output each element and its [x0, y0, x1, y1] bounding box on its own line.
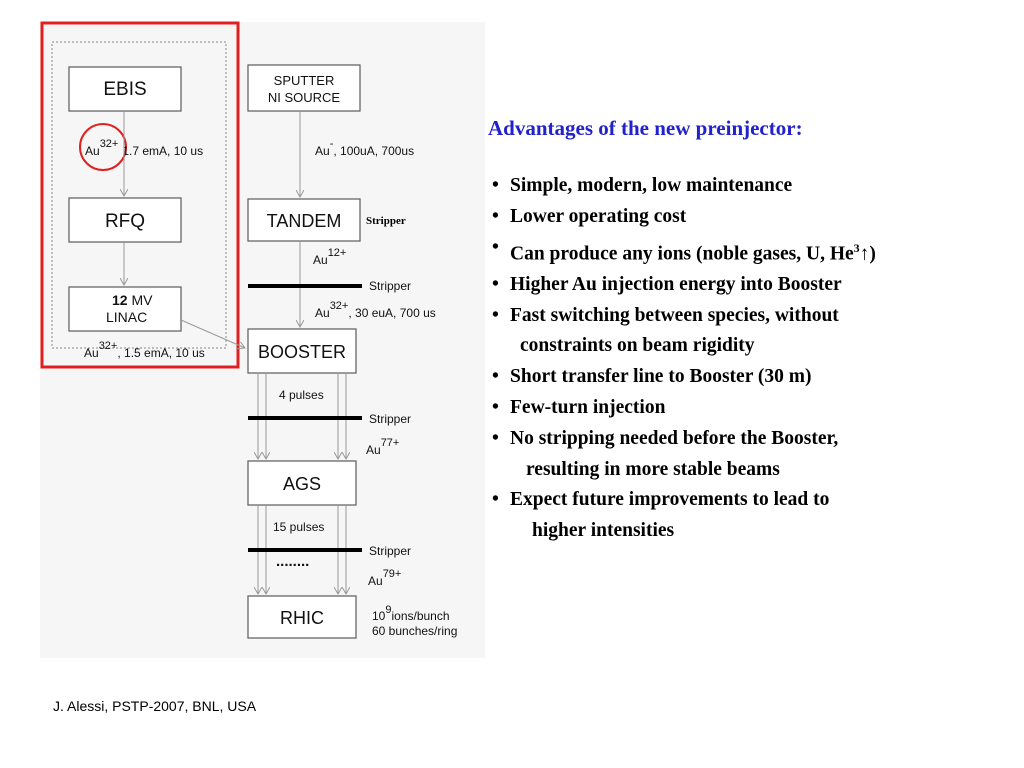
- rfq-box: RFQ: [68, 197, 182, 243]
- accelerator-chain-diagram: EBIS Au32+1.7 emA, 10 us RFQ 12 MV LINAC…: [40, 21, 485, 658]
- booster-box: BOOSTER: [247, 328, 357, 374]
- bullet-icon: •: [492, 427, 499, 449]
- ags-out-label: Au79+: [368, 568, 401, 588]
- tandem-stripper-label: Stripper: [366, 215, 406, 227]
- sputter-label-line1: SPUTTER: [274, 73, 335, 88]
- sputter-beam-label: Au-, 100uA, 700us: [315, 138, 414, 158]
- ags-label: AGS: [283, 474, 321, 494]
- linac-voltage-label: 12 MV: [112, 292, 153, 308]
- rhic-intensity-label: 109ions/bunch: [372, 604, 450, 623]
- advantages-panel: Advantages of the new preinjector: •Simp…: [488, 116, 1018, 547]
- list-item: •Fast switching between species, without…: [488, 301, 1018, 363]
- tandem-out-label: Au12+: [313, 247, 346, 267]
- bullet-icon: •: [492, 205, 499, 227]
- list-item: •Short transfer line to Booster (30 m): [488, 362, 1018, 393]
- bullet-icon: •: [492, 397, 499, 419]
- footer-citation: J. Alessi, PSTP-2007, BNL, USA: [53, 698, 257, 714]
- bullet-icon: •: [492, 366, 499, 388]
- linac-label: LINAC: [106, 309, 147, 325]
- tandem-box: TANDEM: [247, 198, 361, 242]
- linac-to-booster-arrow: [180, 319, 245, 348]
- list-item: •Lower operating cost: [488, 202, 1018, 233]
- rhic-bunches-label: 60 bunches/ring: [372, 624, 457, 638]
- stripper-label-3: Stripper: [369, 544, 411, 558]
- rhic-box: RHIC: [247, 595, 357, 639]
- linac-beam-label: Au32+, 1.5 emA, 10 us: [84, 340, 205, 360]
- linac-box: 12 MV LINAC: [68, 286, 182, 332]
- ebis-label: EBIS: [103, 79, 146, 100]
- advantages-list: •Simple, modern, low maintenance •Lower …: [488, 171, 1018, 547]
- booster-pulses-label: 4 pulses: [279, 388, 324, 402]
- list-item: •Simple, modern, low maintenance: [488, 171, 1018, 202]
- rhic-label: RHIC: [280, 608, 324, 628]
- booster-out-label: Au77+: [366, 437, 399, 457]
- bullet-icon: •: [492, 304, 499, 326]
- bullet-icon: •: [492, 175, 499, 196]
- ags-pulses-label: 15 pulses: [273, 520, 324, 534]
- bullet-icon: •: [492, 236, 499, 258]
- ags-box: AGS: [247, 460, 357, 506]
- bullet-icon: •: [492, 489, 499, 511]
- ebis-box: EBIS: [68, 66, 182, 112]
- ebis-beam-label: Au32+1.7 emA, 10 us: [85, 138, 203, 158]
- list-item: •Can produce any ions (noble gases, U, H…: [488, 233, 1018, 270]
- advantages-title: Advantages of the new preinjector:: [488, 116, 803, 140]
- stripper-label-2: Stripper: [369, 412, 411, 426]
- sputter-label-line2: NI SOURCE: [268, 90, 341, 105]
- preinjector-highlight-frame: [40, 21, 240, 369]
- tandem-label: TANDEM: [267, 211, 342, 231]
- ellipsis-dots: ........: [276, 553, 309, 570]
- list-item: •No stripping needed before the Booster,…: [488, 424, 1018, 486]
- tandem-beam-label: Au32+, 30 euA, 700 us: [315, 300, 436, 320]
- list-item: •Higher Au injection energy into Booster: [488, 270, 1018, 301]
- sputter-source-box: SPUTTER NI SOURCE: [247, 64, 361, 112]
- up-arrow-icon: ↑: [859, 243, 870, 265]
- stripper-label-1: Stripper: [369, 279, 411, 293]
- rfq-label: RFQ: [105, 211, 145, 232]
- au32-highlight-circle: [79, 123, 127, 171]
- bullet-icon: •: [492, 273, 499, 295]
- list-item: •Few-turn injection: [488, 393, 1018, 424]
- booster-label: BOOSTER: [258, 342, 346, 362]
